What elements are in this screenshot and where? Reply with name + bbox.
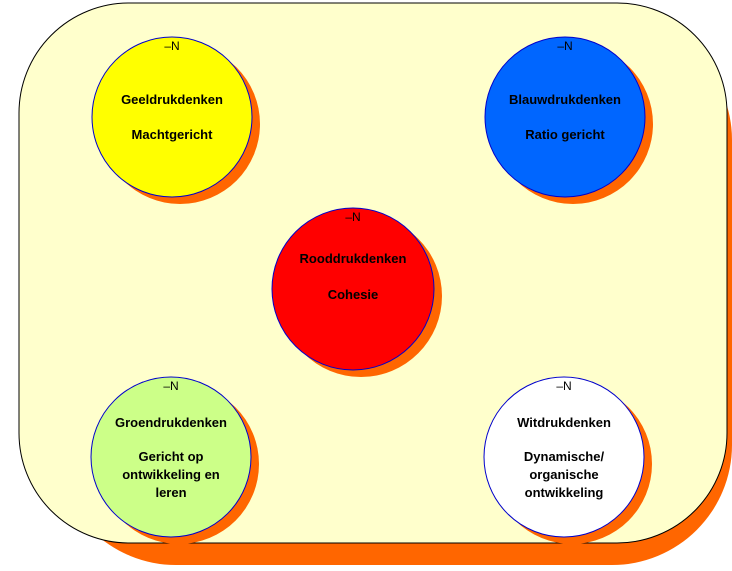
groen-label-line-3: ontwikkeling en: [122, 467, 220, 482]
wit-label-line-4: ontwikkeling: [525, 485, 604, 500]
wit-label-line-3: organische: [529, 467, 598, 482]
wit-n-label: –N: [556, 379, 571, 393]
groen-label-line-4: leren: [155, 485, 186, 500]
groen-circle: [90, 376, 252, 538]
groen-label-line-0: Groendrukdenken: [115, 415, 227, 430]
rood-label-line-0: Rooddrukdenken: [300, 251, 407, 266]
rood-n-label: –N: [345, 210, 360, 224]
groen-label-line-2: Gericht op: [138, 449, 203, 464]
rood-label-line-2: Cohesie: [328, 287, 379, 302]
wit-label-line-2: Dynamische/: [524, 449, 605, 464]
wit-label-line-0: Witdrukdenken: [517, 415, 611, 430]
geel-circle: [91, 36, 253, 198]
groen-n-label: –N: [163, 379, 178, 393]
geel-label-line-2: Machtgericht: [132, 127, 214, 142]
blauw-label-line-0: Blauwdrukdenken: [509, 92, 621, 107]
rood-circle: [271, 207, 435, 371]
blauw-n-label: –N: [557, 39, 572, 53]
blauw-circle: [484, 36, 646, 198]
blauw-label-line-2: Ratio gericht: [525, 127, 605, 142]
geel-n-label: –N: [164, 39, 179, 53]
geel-label-line-0: Geeldrukdenken: [121, 92, 223, 107]
wit-circle: [483, 376, 645, 538]
